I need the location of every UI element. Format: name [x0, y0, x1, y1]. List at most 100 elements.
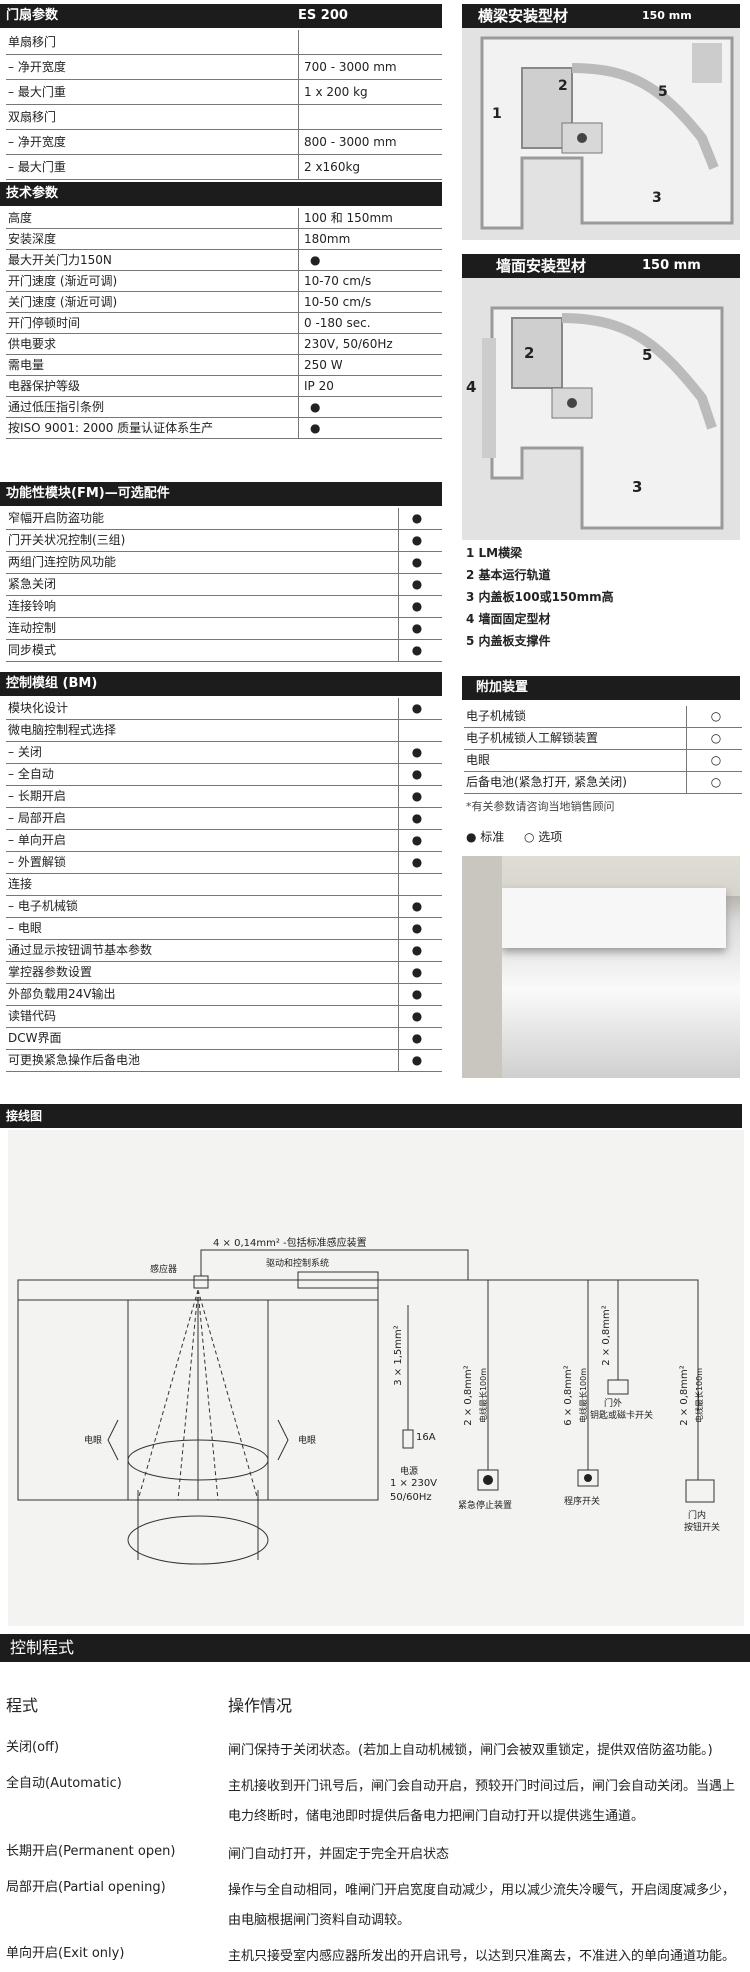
bm-row-label: 掌控器参数设置: [8, 965, 93, 979]
tech-row-label: 需电量: [8, 358, 45, 372]
tech-row: 通过低压指引条例●: [6, 397, 442, 418]
tech-row-label: 供电要求: [8, 337, 57, 351]
wiring-title: 接线图: [6, 1109, 43, 1123]
bm-row-label: – 局部开启: [8, 811, 66, 825]
bm-row: – 全自动 ●: [6, 764, 442, 786]
power-freq-label: 50/60Hz: [390, 1492, 432, 1503]
fm-row: 紧急关闭●: [6, 574, 442, 596]
bm-row-label: – 全自动: [8, 767, 54, 781]
bm-row: 模块化设计●: [6, 698, 442, 720]
door-row-label: 双扇移门: [8, 110, 57, 124]
bm-row: 掌控器参数设置 ●: [6, 962, 442, 984]
bm-row-value: ●: [411, 1053, 423, 1067]
bm-row: 外部负载用24V输出●: [6, 984, 442, 1006]
program-header: 控制程式: [0, 1634, 750, 1662]
bm-title: 控制模组 (BM): [6, 676, 98, 691]
fm-row: 连接铃响●: [6, 596, 442, 618]
cable4-length: 电线最长100m: [695, 1367, 705, 1424]
program-name: 全自动(Automatic): [6, 1776, 122, 1791]
legend-item: 5 内盖板支撑件: [466, 634, 551, 648]
key-switch-label-1: 门外: [604, 1399, 623, 1409]
fm-row: 同步模式 ●: [6, 640, 442, 662]
power-label: 电源: [400, 1467, 419, 1477]
tech-row-value: ●: [310, 400, 321, 414]
beam-callout-5: 5: [658, 84, 668, 100]
wall-profile-size: 150 mm: [642, 258, 701, 273]
bm-row-value: ●: [411, 789, 423, 803]
bm-row-label: 连接: [8, 877, 33, 891]
fm-row-value: ●: [411, 643, 423, 657]
cable3-label: 2 × 0,8mm²: [600, 1305, 612, 1366]
door-row: 双扇移门: [6, 105, 442, 130]
program-desc: 操作与全自动相同，唯闸门开启宽度自动减少，用以减少流失冷暖气，开启阔度减多少，由…: [228, 1883, 736, 1928]
beam-profile-title: 横梁安装型材: [478, 7, 569, 25]
addon-row-label: 电子机械锁人工解锁装置: [466, 731, 599, 745]
program-desc: 主机接收到开门讯号后，闸门会自动开启，预较开门时间过后，闸门会自动关闭。当遇上电…: [228, 1779, 736, 1824]
bm-row-value: ●: [411, 921, 423, 935]
fm-row-value: ●: [411, 577, 423, 591]
legend-item: 4 墙面固定型材: [466, 612, 551, 626]
bm-row-value: ●: [411, 767, 423, 781]
tech-row: 按ISO 9001: 2000 质量认证体系生产●: [6, 418, 442, 439]
sensor-label: 感应器: [150, 1265, 178, 1275]
wall-profile-header: 墙面安装型材 150 mm: [462, 254, 740, 278]
emergency-stop-label: 紧急停止装置: [458, 1501, 513, 1511]
bm-row-value: ●: [411, 1009, 423, 1023]
fm-row-value: ●: [411, 555, 423, 569]
bm-row: – 电眼 ●: [6, 918, 442, 940]
bm-row-label: – 外置解锁: [8, 855, 66, 869]
beam-callout-2: 2: [558, 78, 568, 94]
eye-left-label: 电眼: [84, 1436, 103, 1446]
bm-row-value: ●: [411, 745, 423, 759]
program-col-header-1: 程式: [6, 1696, 39, 1715]
opt-legend: ○ 选项: [524, 830, 563, 844]
bm-row-value: ●: [411, 855, 423, 869]
tech-params-header: 技术参数: [0, 182, 442, 206]
wall-profile-title: 墙面安装型材: [496, 257, 587, 275]
fm-row-value: ●: [411, 511, 423, 525]
bm-row-value: ●: [411, 833, 423, 847]
bm-row-label: DCW界面: [8, 1031, 62, 1045]
tech-row-value: 10-50 cm/s: [304, 295, 372, 309]
bm-row: – 外置解锁 ●: [6, 852, 442, 874]
door-params-header: 门扇参数 ES 200: [0, 4, 442, 28]
fm-row-label: 同步模式: [8, 643, 57, 657]
drive-label: 驱动和控制系统: [266, 1259, 330, 1269]
addon-row-value: ○: [710, 753, 722, 767]
tech-row-value: IP 20: [304, 379, 334, 393]
bm-row: – 关闭●: [6, 742, 442, 764]
bm-header: 控制模组 (BM): [0, 672, 442, 696]
fm-row: 连动控制●: [6, 618, 442, 640]
tech-row-label: 开门速度 (渐近可调): [8, 274, 118, 288]
fm-row-value: ●: [411, 599, 423, 613]
bm-row: – 长期开启●: [6, 786, 442, 808]
door-photo: [462, 856, 740, 1078]
bm-row-value: ●: [411, 965, 423, 979]
tech-row-label: 按ISO 9001: 2000 质量认证体系生产: [8, 421, 214, 435]
program-title: 控制程式: [10, 1638, 75, 1657]
bm-row-label: – 电子机械锁: [8, 899, 78, 913]
bm-row: 通过显示按钮调节基本参数●: [6, 940, 442, 962]
program-desc: 闸门自动打开，并固定于完全开启状态: [228, 1847, 450, 1862]
beam-profile-image: 1 2 5 3: [462, 28, 740, 240]
tech-row-label: 最大开关门力150N: [8, 253, 112, 267]
addon-row-value: ○: [710, 775, 722, 789]
beam-callout-3: 3: [652, 190, 662, 206]
bm-row-label: 可更换紧急操作后备电池: [8, 1053, 141, 1067]
door-row-label: – 最大门重: [8, 160, 66, 174]
bm-row-label: – 电眼: [8, 921, 42, 935]
model-name: ES 200: [298, 8, 348, 23]
bm-row: DCW界面●: [6, 1028, 442, 1050]
legend-item: 3 内盖板100或150mm高: [466, 590, 614, 604]
door-row-label: 单扇移门: [8, 35, 57, 49]
std-legend: ● 标准: [466, 830, 505, 844]
wiring-diagram: 4 × 0,14mm² -包括标准感应装置 感应器 驱动和控制系统 电眼 电眼 …: [8, 1130, 744, 1626]
door-operator-cover: [502, 888, 726, 948]
